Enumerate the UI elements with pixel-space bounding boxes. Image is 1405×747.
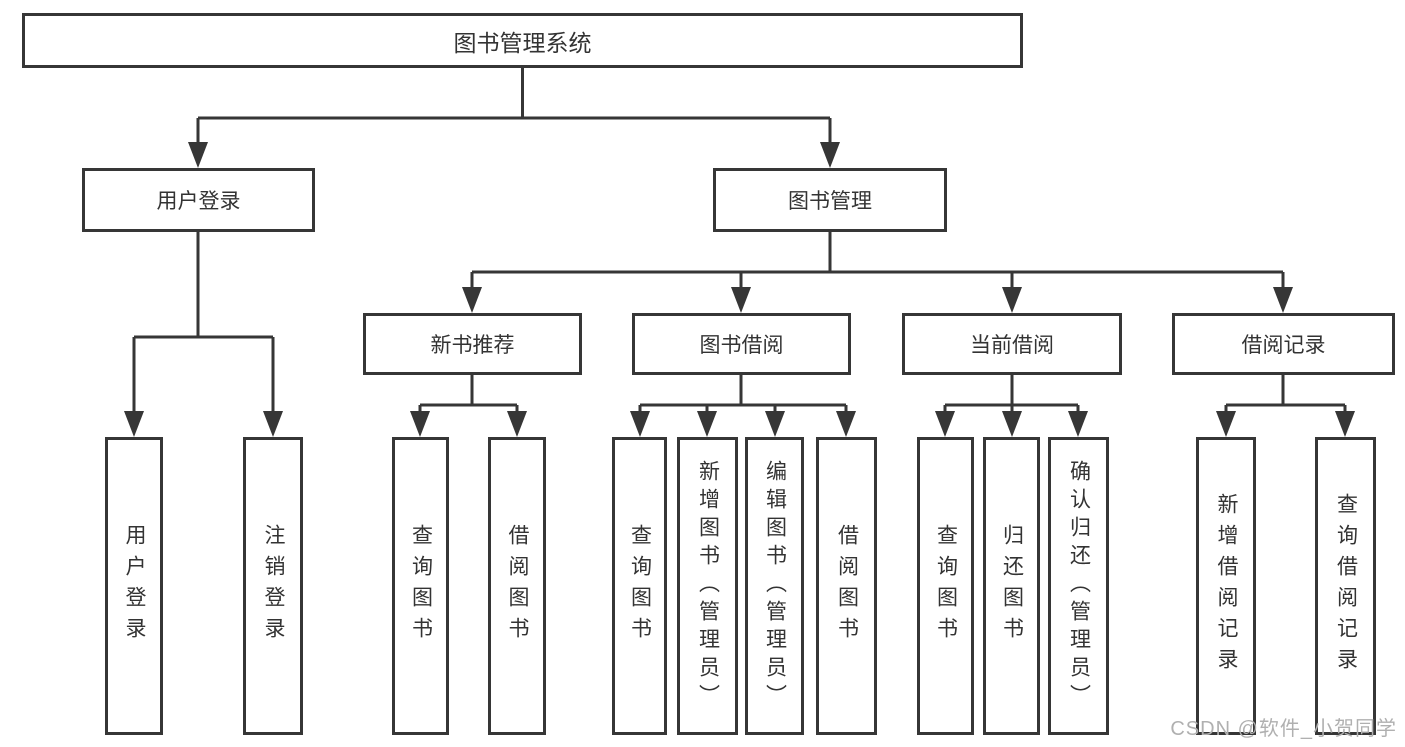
node-book-borrowing-label: 图书借阅 bbox=[699, 334, 784, 357]
leaf-borrow-books-recommend: 借阅图书 bbox=[488, 437, 546, 735]
leaf-edit-books-admin-label: 编辑图书（管理员） bbox=[763, 460, 787, 712]
node-book-management-label: 图书管理 bbox=[788, 190, 872, 213]
node-library-system-label: 图书管理系统 bbox=[453, 29, 592, 56]
leaf-return-books-label: 归还图书 bbox=[1000, 524, 1024, 648]
node-new-book-recommend-label: 新书推荐 bbox=[430, 334, 515, 357]
leaf-user-login: 用户登录 bbox=[105, 437, 163, 735]
node-new-book-recommend: 新书推荐 bbox=[363, 313, 582, 375]
leaf-confirm-return-admin: 确认归还（管理员） bbox=[1048, 437, 1109, 735]
leaf-logout-label: 注销登录 bbox=[262, 524, 286, 648]
leaf-query-books-recommend-label: 查询图书 bbox=[409, 524, 433, 648]
leaf-query-borrow-record: 查询借阅记录 bbox=[1315, 437, 1376, 735]
node-current-borrowing: 当前借阅 bbox=[902, 313, 1122, 375]
leaf-edit-books-admin: 编辑图书（管理员） bbox=[745, 437, 804, 735]
node-library-system: 图书管理系统 bbox=[22, 13, 1023, 68]
leaf-query-books-borrowing: 查询图书 bbox=[612, 437, 667, 735]
leaf-logout: 注销登录 bbox=[243, 437, 303, 735]
leaf-query-borrow-record-label: 查询借阅记录 bbox=[1334, 493, 1358, 679]
node-borrowing-records-label: 借阅记录 bbox=[1241, 334, 1326, 357]
leaf-query-books-recommend: 查询图书 bbox=[392, 437, 449, 735]
node-book-borrowing: 图书借阅 bbox=[632, 313, 851, 375]
node-current-borrowing-label: 当前借阅 bbox=[970, 334, 1054, 357]
node-book-management: 图书管理 bbox=[713, 168, 947, 232]
leaf-add-borrow-record: 新增借阅记录 bbox=[1196, 437, 1256, 735]
node-borrowing-records: 借阅记录 bbox=[1172, 313, 1395, 375]
csdn-watermark: CSDN @软件_小贺同学 bbox=[1170, 718, 1397, 740]
node-user-login: 用户登录 bbox=[82, 168, 315, 232]
leaf-add-borrow-record-label: 新增借阅记录 bbox=[1215, 493, 1239, 679]
leaf-borrow-books: 借阅图书 bbox=[816, 437, 877, 735]
leaf-query-books-current: 查询图书 bbox=[917, 437, 974, 735]
leaf-add-books-admin: 新增图书（管理员） bbox=[677, 437, 738, 735]
leaf-query-books-borrowing-label: 查询图书 bbox=[628, 524, 652, 648]
leaf-return-books: 归还图书 bbox=[983, 437, 1040, 735]
node-user-login-label: 用户登录 bbox=[156, 190, 241, 213]
leaf-borrow-books-label: 借阅图书 bbox=[835, 524, 859, 648]
leaf-borrow-books-recommend-label: 借阅图书 bbox=[506, 524, 530, 648]
leaf-confirm-return-admin-label: 确认归还（管理员） bbox=[1067, 460, 1091, 712]
leaf-query-books-current-label: 查询图书 bbox=[934, 524, 958, 648]
leaf-user-login-label: 用户登录 bbox=[123, 524, 147, 648]
leaf-add-books-admin-label: 新增图书（管理员） bbox=[696, 460, 720, 712]
